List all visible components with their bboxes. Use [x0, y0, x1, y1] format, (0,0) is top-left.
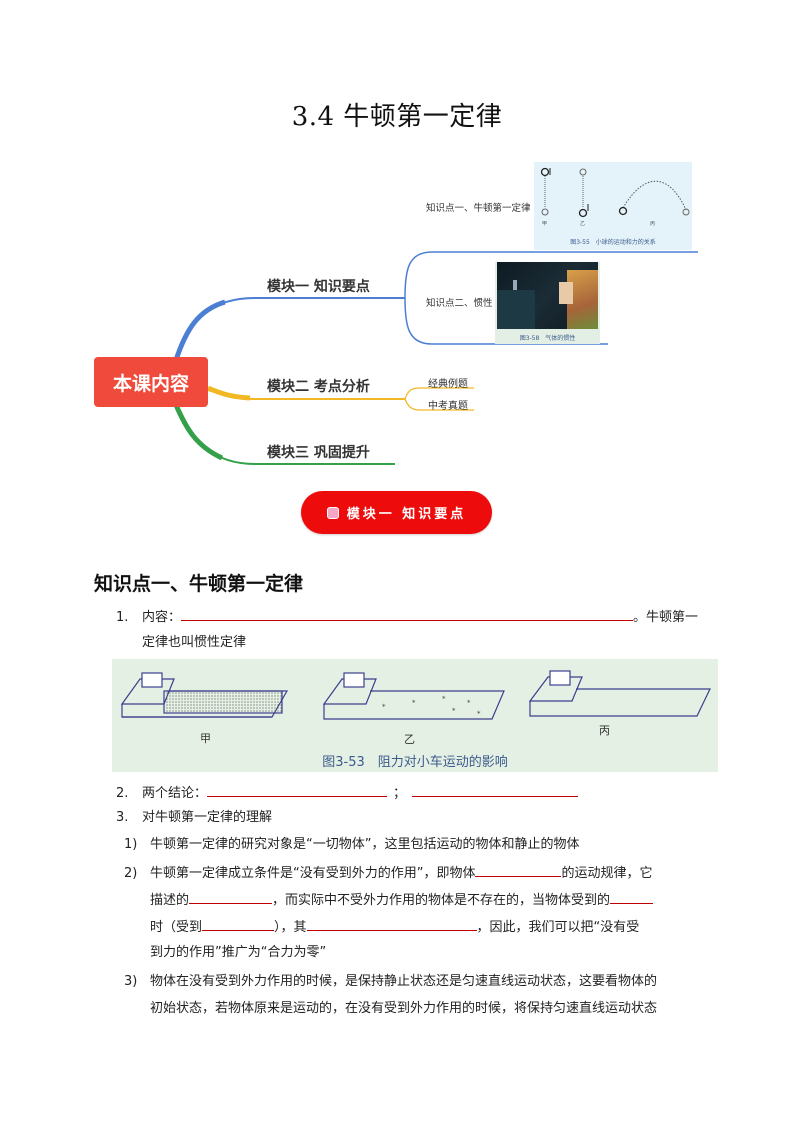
sub-2-text-d: ，而实际中不受外力作用的物体是不存在的，当物体受到的 [272, 893, 611, 908]
svg-text:⁎: ⁎ [382, 701, 386, 709]
sub-2-text-f: ），其 [274, 920, 307, 935]
sub-item-3-line2: 初始状态，若物体原来是运动的，在没有受到外力作用的时候，将保持匀速直线运动状态 [150, 1001, 658, 1016]
item-2-prefix: 两个结论： [142, 786, 208, 801]
sub-2-text-g: ，因此，我们可以把“没有受 [476, 920, 640, 935]
sub-2-text-e: 时（受到 [150, 920, 203, 935]
blank-conclusion-2[interactable] [412, 782, 579, 797]
fig55-label-b: 乙 [580, 221, 586, 227]
item-1-number: 1. [116, 610, 129, 625]
sub-item-2-line4: 到力的作用”推广为“合力为零” [150, 945, 327, 960]
svg-text:⁎: ⁎ [452, 705, 456, 713]
item-1-suffix: 。牛顿第一 [633, 610, 699, 625]
figure-3-58-gas-inertia: 图3-58 气体的惯性 [495, 262, 600, 344]
blank-conclusion-1[interactable] [207, 782, 388, 797]
blank-described-state[interactable] [189, 889, 273, 904]
page-title: 3.4 牛顿第一定律 [291, 102, 503, 132]
leaf-classic-examples: 经典例题 [428, 379, 468, 390]
sub-3-text-1: 物体在没有受到外力作用的时候，是保持静止状态还是匀速直线运动状态，这要看物体的 [150, 974, 658, 989]
leaf-knowledge-point-2: 知识点二、惯性 [426, 298, 493, 309]
sub-item-2-line2: 描述的 ，而实际中不受外力作用的物体是不存在的，当物体受到的 [150, 889, 710, 911]
figure-3-55-ball-motion: 甲 乙 丙 图3-55 小球的运动和力的关系 [534, 162, 692, 250]
svg-text:⁎: ⁎ [477, 708, 481, 716]
item-2-separator: ； [393, 786, 407, 801]
blank-force-received[interactable] [610, 889, 654, 904]
branch-module2-label: 模块二 考点分析 [267, 379, 370, 395]
branch-module3-label: 模块三 巩固提升 [267, 445, 370, 461]
figure-3-53-cart-friction: ⁎ ⁎ ⁎ ⁎ ⁎ ⁎ 甲 乙 丙 图3-53 阻力对小车运动的影响 [112, 659, 718, 772]
branch-module1-label: 模块一 知识要点 [267, 279, 370, 295]
sub-2-text-a: 牛顿第一定律成立条件是“没有受到外力的作用”，即物体 [150, 866, 476, 881]
fig53-label-a: 甲 [200, 732, 211, 745]
module-1-banner: 模块一 知识要点 [301, 491, 492, 534]
svg-text:⁎: ⁎ [467, 697, 471, 705]
fig53-label-b: 乙 [404, 733, 415, 746]
item-3-text: 对牛顿第一定律的理解 [142, 810, 273, 825]
section-heading: 知识点一、牛顿第一定律 [94, 573, 304, 595]
cart-ramps-diagram: ⁎ ⁎ ⁎ ⁎ ⁎ ⁎ [120, 670, 711, 720]
ball-motion-diagram [540, 167, 690, 218]
blank-effect[interactable] [306, 916, 477, 931]
item-3: 3. 对牛顿第一定律的理解 [116, 808, 272, 828]
item-1-line2: 定律也叫惯性定律 [142, 635, 247, 650]
sub-1-number: 1) [124, 837, 138, 852]
svg-text:⁎: ⁎ [442, 693, 446, 701]
fig55-label-c: 丙 [650, 221, 656, 227]
item-2-number: 2. [116, 786, 129, 801]
item-1-prefix: 内容： [142, 610, 182, 625]
blank-content[interactable] [181, 606, 634, 621]
sub-item-2-line1: 2) 牛顿第一定律成立条件是“没有受到外力的作用”，即物体 的运动规律，它 [124, 862, 704, 884]
sub-2-number: 2) [124, 866, 138, 881]
sub-item-1: 1) 牛顿第一定律的研究对象是“一切物体”，这里包括运动的物体和静止的物体 [124, 835, 579, 855]
bookmark-icon [326, 506, 339, 519]
sub-item-2-line3: 时（受到 ），其 ，因此，我们可以把“没有受 [150, 916, 710, 938]
fig55-label-a: 甲 [542, 221, 548, 227]
svg-text:⁎: ⁎ [412, 697, 416, 705]
module-1-banner-label: 模块一 知识要点 [346, 507, 467, 522]
mindmap-connectors [173, 251, 698, 465]
gas-inertia-photo [497, 262, 598, 329]
blank-object-state[interactable] [475, 862, 562, 877]
leaf-knowledge-point-1: 知识点一、牛顿第一定律 [426, 203, 531, 214]
sub-2-text-b: 的运动规律，它 [561, 866, 653, 881]
sub-item-3-line1: 3) 物体在没有受到外力作用的时候，是保持静止状态还是匀速直线运动状态，这要看物体… [124, 972, 657, 992]
sub-1-text: 牛顿第一定律的研究对象是“一切物体”，这里包括运动的物体和静止的物体 [150, 837, 580, 852]
figure-3-58-caption: 图3-58 气体的惯性 [519, 335, 576, 342]
item-3-number: 3. [116, 810, 129, 825]
blank-received-force[interactable] [202, 916, 275, 931]
item-2: 2. 两个结论： ； [116, 782, 716, 804]
leaf-exam-questions: 中考真题 [428, 401, 468, 412]
figure-3-53-caption: 图3-53 阻力对小车运动的影响 [322, 755, 508, 770]
figure-3-55-caption: 图3-55 小球的运动和力的关系 [570, 239, 656, 246]
mindmap-root-node: 本课内容 [94, 357, 208, 407]
sub-3-number: 3) [124, 974, 138, 989]
fig53-label-c: 丙 [599, 724, 610, 737]
sub-2-text-c: 描述的 [150, 893, 190, 908]
item-1: 1. 内容： 。牛顿第一 [116, 606, 716, 628]
